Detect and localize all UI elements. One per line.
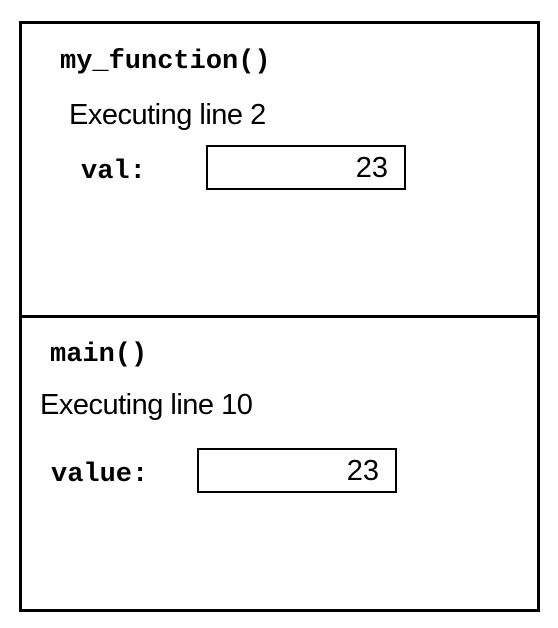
frame-execution-status: Executing line 10 [40, 389, 253, 421]
frame-execution-status: Executing line 2 [69, 99, 266, 131]
variable-value: 23 [355, 152, 388, 184]
stack-frame-my-function: my_function() Executing line 2 val: 23 [22, 24, 537, 318]
variable-name: value: [51, 460, 149, 490]
variable-value: 23 [346, 455, 379, 487]
call-stack: my_function() Executing line 2 val: 23 m… [19, 21, 540, 612]
variable-value-box: 23 [197, 448, 397, 493]
variable-value-box: 23 [206, 145, 406, 190]
frame-function-name: main() [50, 340, 148, 370]
stack-frame-main: main() Executing line 10 value: 23 [22, 318, 537, 609]
frame-function-name: my_function() [60, 47, 271, 77]
variable-name: val: [81, 157, 146, 187]
